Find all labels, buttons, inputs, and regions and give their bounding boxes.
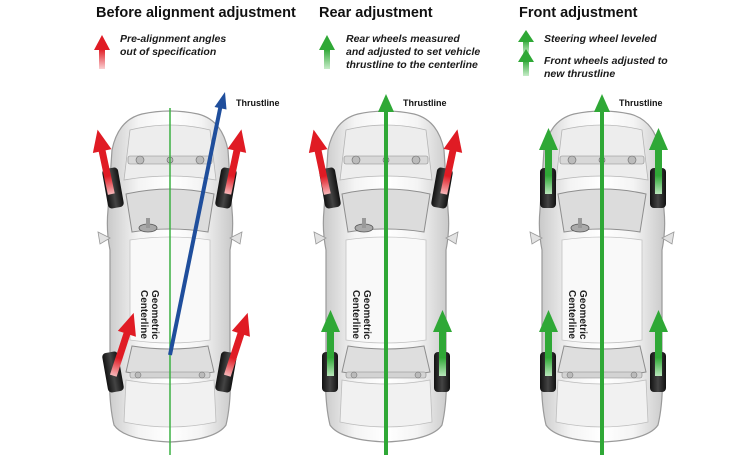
wheel-arrow-rear-left	[539, 310, 558, 376]
centerline-label: Geometric Centerline	[350, 290, 372, 342]
thrustline-arrowhead	[594, 94, 610, 112]
wheel-arrow-front-left	[539, 128, 558, 194]
wheel-arrow-front-right	[224, 129, 247, 195]
caption-front-steering: Steering wheel leveled	[544, 33, 657, 45]
centerline-label: Geometric Centerline	[138, 290, 160, 342]
wheel-arrow-rear-right	[649, 310, 668, 376]
thrustline-label-rear: Thrustline	[403, 98, 447, 108]
wheel-arrow-front-left	[308, 129, 331, 195]
green-arrow-icon	[319, 35, 335, 69]
thrustline-label-front: Thrustline	[619, 98, 663, 108]
thrustline-arrowhead	[378, 94, 394, 112]
panel-title-front: Front adjustment	[519, 5, 638, 21]
caption-before: Pre-alignment angles out of specificatio…	[120, 33, 227, 58]
caption-front-wheels: Front wheels adjusted to new thrustline	[544, 55, 668, 80]
panel-before: Geometric Centerline	[92, 35, 250, 455]
red-arrow-icon	[94, 35, 110, 69]
wheel-arrow-front-right	[649, 128, 668, 194]
green-arrow-icon	[518, 49, 534, 76]
thrustline-arrowhead	[214, 92, 227, 110]
panel-front: Geometric Centerline	[518, 30, 675, 455]
centerline-label: Geometric Centerline	[566, 290, 588, 342]
wheel-arrow-rear-right	[223, 312, 250, 377]
caption-rear: Rear wheels measured and adjusted to set…	[346, 33, 481, 71]
thrustline-label-before: Thrustline	[236, 98, 280, 108]
panel-title-before: Before alignment adjustment	[96, 5, 296, 21]
wheel-arrow-rear-right	[433, 310, 452, 376]
thrustline-before	[168, 103, 223, 356]
wheel-arrow-front-left	[92, 129, 115, 195]
panel-rear: Geometric Centerline	[308, 35, 463, 455]
wheel-arrow-rear-left	[109, 312, 136, 377]
panel-title-rear: Rear adjustment	[319, 5, 433, 21]
wheel-arrow-front-right	[440, 129, 463, 195]
green-arrow-icon	[518, 30, 534, 54]
wheel-arrow-rear-left	[321, 310, 340, 376]
